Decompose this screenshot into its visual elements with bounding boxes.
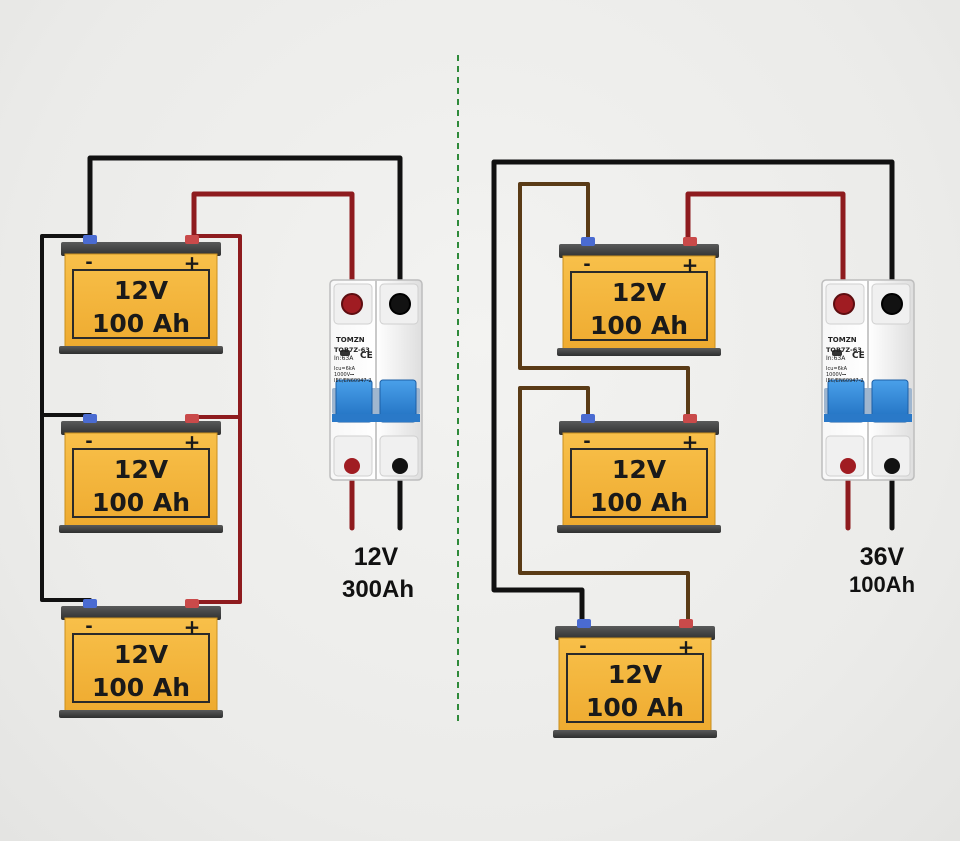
parallel-circuit-breaker: TOMZN TOB7Z-63 In:63A Icu=6kA 1000V⎓ IEC… xyxy=(329,279,423,481)
series-main-negative-wire xyxy=(491,159,895,626)
battery-capacity-label: 100 Ah xyxy=(92,673,190,702)
breaker-negative-terminal xyxy=(881,293,903,315)
battery-capacity-label: 100 Ah xyxy=(590,488,688,517)
series-circuit-breaker: TOMZN TOB7Z-63 In:63A Icu=6kA 1000V⎓ IEC… xyxy=(821,279,915,481)
series-total-capacity: 100Ah xyxy=(849,572,915,597)
parallel-wiring xyxy=(40,155,403,604)
battery-capacity-label: 100 Ah xyxy=(92,488,190,517)
breaker-positive-output-terminal xyxy=(344,458,360,474)
parallel-main-positive-wire xyxy=(191,191,355,303)
battery-negative-sign: - xyxy=(579,636,586,657)
battery-capacity-label: 100 Ah xyxy=(586,693,684,722)
battery-negative-sign: - xyxy=(85,616,92,637)
battery-voltage-label: 12V xyxy=(114,640,169,669)
series-link-wire-2 xyxy=(518,386,690,622)
breaker-spec-1: Icu=6kA xyxy=(826,366,848,372)
breaker-rating: In:63A xyxy=(334,355,354,362)
series-link-wire-1 xyxy=(518,182,690,417)
battery: - + 12V 100 Ah xyxy=(58,413,224,534)
breaker-spec-1: Icu=6kA xyxy=(334,366,356,372)
battery-voltage-label: 12V xyxy=(612,455,667,484)
battery-negative-sign: - xyxy=(85,252,92,273)
breaker-negative-output-terminal xyxy=(392,458,408,474)
battery-capacity-label: 100 Ah xyxy=(590,311,688,340)
battery-negative-sign: - xyxy=(583,254,590,275)
parallel-total-capacity: 300Ah xyxy=(342,576,414,603)
battery-positive-sign: + xyxy=(184,615,201,639)
breaker-positive-terminal xyxy=(341,293,363,315)
parallel-main-negative-wire xyxy=(87,155,403,303)
parallel-battery-bank: - + 12V 100 Ah - + 12V 100 Ah - + 12V 10… xyxy=(58,234,224,719)
battery-voltage-label: 12V xyxy=(114,276,169,305)
breaker-rating: In:63A xyxy=(826,355,846,362)
battery-positive-sign: + xyxy=(682,253,699,277)
breaker-model: TOB7Z-63 xyxy=(826,346,862,354)
breaker-brand: TOMZN xyxy=(828,336,857,344)
battery-negative-sign: - xyxy=(583,431,590,452)
battery: - + 12V 100 Ah xyxy=(58,598,224,719)
battery-voltage-label: 12V xyxy=(608,660,663,689)
breaker-spec-3: IEC/EN60947-2 xyxy=(334,378,372,384)
breaker-spec-2: 1000V⎓ xyxy=(334,372,354,378)
series-total-voltage: 36V xyxy=(860,543,905,571)
battery-positive-sign: + xyxy=(184,251,201,275)
parallel-positive-link-2 xyxy=(192,415,242,604)
battery: - + 12V 100 Ah xyxy=(556,413,722,534)
breaker-negative-output-terminal xyxy=(884,458,900,474)
battery-positive-sign: + xyxy=(682,430,699,454)
battery-positive-sign: + xyxy=(678,635,695,659)
breaker-positive-terminal xyxy=(833,293,855,315)
ce-mark: CE xyxy=(360,351,373,361)
battery-voltage-label: 12V xyxy=(114,455,169,484)
breaker-brand: TOMZN xyxy=(336,336,365,344)
battery-negative-sign: - xyxy=(85,431,92,452)
battery: - + 12V 100 Ah xyxy=(556,236,722,357)
battery: - + 12V 100 Ah xyxy=(58,234,224,355)
breaker-model: TOB7Z-63 xyxy=(334,346,370,354)
ce-mark: CE xyxy=(852,351,865,361)
series-main-positive-wire xyxy=(685,191,846,303)
parallel-total-voltage: 12V xyxy=(354,543,399,571)
breaker-positive-output-terminal xyxy=(840,458,856,474)
breaker-spec-3: IEC/EN60947-2 xyxy=(826,378,864,384)
breaker-spec-2: 1000V⎓ xyxy=(826,372,846,378)
battery-capacity-label: 100 Ah xyxy=(92,309,190,338)
series-battery-bank: - + 12V 100 Ah - + 12V 100 Ah - + 12V 10… xyxy=(552,236,722,739)
battery: - + 12V 100 Ah xyxy=(552,618,718,739)
battery-voltage-label: 12V xyxy=(612,278,667,307)
battery-positive-sign: + xyxy=(184,430,201,454)
parallel-negative-link-2 xyxy=(40,413,92,602)
breaker-negative-terminal xyxy=(389,293,411,315)
